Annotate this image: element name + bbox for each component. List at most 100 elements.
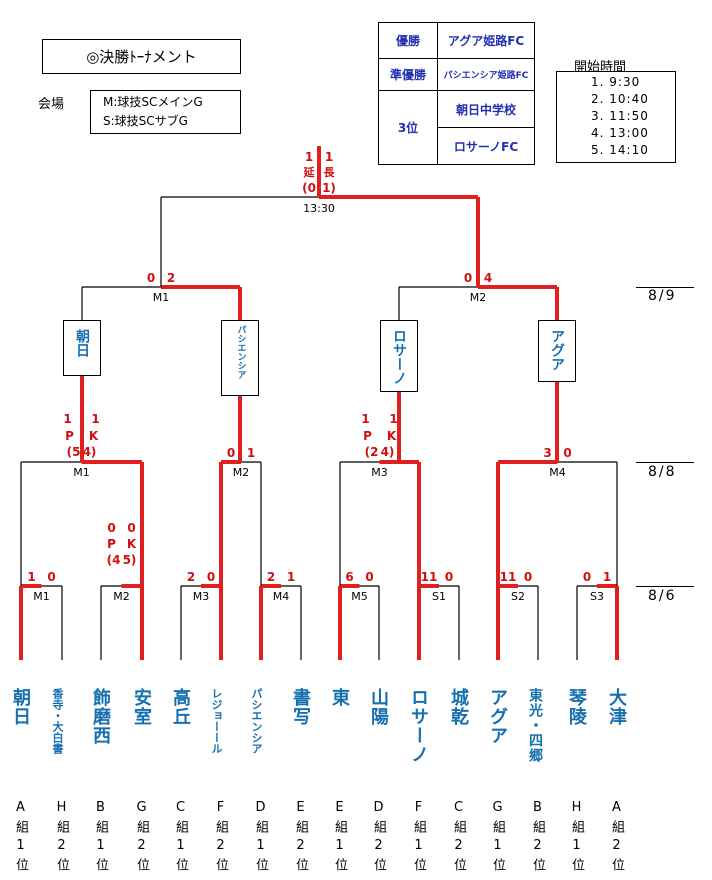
r3-score-left: 0 (464, 271, 472, 285)
team-group: B組1位 (93, 800, 108, 876)
team-group: H組2位 (54, 800, 69, 876)
team-name: レジョーール (210, 688, 223, 754)
r2-score-right: 1 (389, 412, 397, 426)
champion-label: 優勝 (378, 22, 438, 59)
pk-score-right: 4) (83, 445, 97, 459)
team-name: 山陽 (368, 688, 389, 726)
final-extra-time-right: 長 (324, 166, 336, 179)
final-pk-right: 1) (322, 181, 336, 195)
team-group: E組2位 (293, 800, 308, 876)
r2-score-right: 0 (563, 446, 571, 460)
team-name: 東光・四郷 (527, 688, 543, 763)
date-round3: 8/9 (648, 288, 677, 304)
date-round2: 8/8 (648, 464, 677, 480)
team-name: アグア (487, 688, 508, 745)
date-line-round1 (636, 586, 694, 587)
runnerup-label: 準優勝 (378, 58, 438, 91)
semifinalist-box-4: アグア (538, 320, 576, 382)
team-group: H組1位 (569, 800, 584, 876)
venue-box: M:球技SCメインG S:球技SCサブG (90, 90, 241, 134)
team-group: F組1位 (411, 800, 426, 876)
r1-score-left: 2 (187, 570, 195, 584)
r1-match-label: S1 (432, 590, 446, 603)
semifinalist-2: パシエンシア (235, 325, 246, 379)
r1-score-right: 0 (47, 570, 55, 584)
r1-score-left: 0 (107, 521, 115, 535)
pk-score-left: (4 (107, 553, 121, 567)
start-time-1: 1. 9:30 (591, 75, 641, 89)
team-group: G組1位 (490, 800, 505, 876)
results-table: 優勝 アグア姫路FC 準優勝 パシエンシア姫路FC 3位 朝日中学校 ロサーノF… (378, 22, 535, 165)
semifinalist-box-2: パシエンシア (221, 320, 259, 396)
third-label: 3位 (378, 90, 438, 165)
semifinalist-1: 朝日 (74, 329, 90, 357)
r2-match-label: M1 (73, 466, 90, 479)
team-name: 城乾 (448, 688, 469, 726)
final-extra-time-left: 延 (303, 165, 316, 179)
start-time-5: 5. 14:10 (591, 143, 649, 157)
team-group: F組2位 (213, 800, 228, 876)
r1-score-right: 0 (524, 570, 532, 584)
r1-match-label: M2 (113, 590, 130, 603)
r1-score-left: 11 (421, 570, 438, 584)
team-group: E組1位 (332, 800, 347, 876)
r1-score-right: 0 (127, 521, 135, 535)
team-name: 書写 (290, 688, 311, 726)
pk-letter-p: P (65, 429, 74, 443)
semifinalist-box-1: 朝日 (63, 320, 101, 376)
team-name: パシエンシア (250, 688, 263, 754)
third-team-2: ロサーノFC (437, 127, 535, 165)
r2-score-right: 1 (247, 446, 255, 460)
r2-match-label: M4 (549, 466, 566, 479)
team-name: 朝日 (10, 688, 31, 726)
r1-match-label: M4 (273, 590, 290, 603)
team-name: 香寺・大白書 (51, 688, 64, 754)
r1-score-right: 1 (603, 570, 611, 584)
team-group: C組2位 (451, 800, 466, 876)
team-name: 高丘 (170, 688, 191, 726)
team-group: C組1位 (173, 800, 188, 876)
r3-match-label: M2 (470, 291, 487, 304)
r1-match-label: M5 (351, 590, 368, 603)
r2-match-label: M2 (233, 466, 250, 479)
semifinalist-box-3: ロサーノ (380, 320, 418, 392)
semifinalist-4: アグア (549, 329, 565, 371)
team-name: ロサーノ (408, 688, 429, 764)
r1-score-right: 0 (365, 570, 373, 584)
team-group: A組1位 (13, 800, 28, 876)
pk-score-left: (2 (365, 445, 379, 459)
pk-score-right: 4) (381, 445, 395, 459)
r1-score-left: 0 (583, 570, 591, 584)
team-group: D組2位 (371, 800, 386, 876)
pk-score-left: (5 (67, 445, 81, 459)
team-group: G組2位 (134, 800, 149, 876)
page-title: ◎決勝ﾄｰﾅメント (42, 39, 241, 74)
team-name: 大津 (606, 688, 627, 726)
pk-score-right: 5) (123, 553, 137, 567)
team-name: 琴陵 (566, 688, 587, 726)
date-round1: 8/6 (648, 588, 677, 604)
r2-match-label: M3 (371, 466, 388, 479)
r3-match-label: M1 (153, 291, 170, 304)
r1-score-left: 2 (267, 570, 275, 584)
r1-score-right: 1 (287, 570, 295, 584)
r1-match-label: M1 (33, 590, 50, 603)
start-time-4: 4. 13:00 (591, 126, 649, 140)
start-time-2: 2. 10:40 (591, 92, 649, 106)
r2-score-right: 1 (91, 412, 99, 426)
team-name: 東 (329, 688, 350, 707)
pk-letter-k: K (127, 537, 137, 551)
team-name: 飾磨西 (90, 688, 111, 745)
r3-score-left: 0 (147, 271, 155, 285)
r1-score-right: 0 (445, 570, 453, 584)
champion-team: アグア姫路FC (437, 22, 535, 59)
runnerup-team: パシエンシア姫路FC (437, 58, 535, 91)
pk-letter-k: K (387, 429, 397, 443)
start-times-box: 1. 9:30 2. 10:40 3. 11:50 4. 13:00 5. 14… (556, 71, 676, 163)
r1-match-label: M3 (193, 590, 210, 603)
r2-score-left: 1 (63, 412, 71, 426)
r2-score-left: 1 (361, 412, 369, 426)
date-line-round2 (636, 462, 694, 463)
r1-score-left: 6 (345, 570, 353, 584)
